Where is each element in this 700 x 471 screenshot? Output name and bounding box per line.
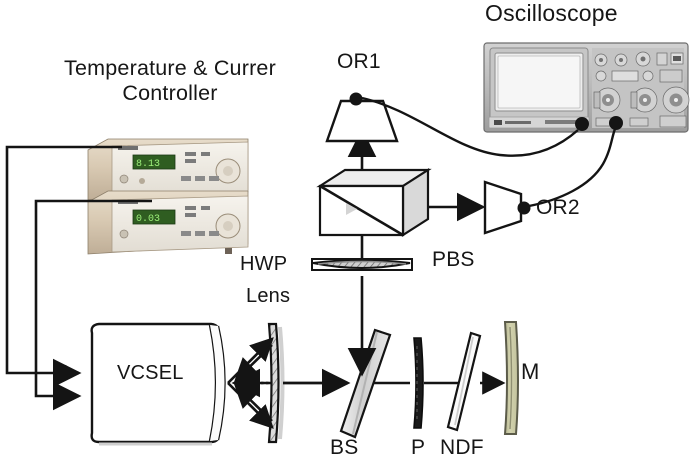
- scope-input-ch1: [575, 117, 589, 131]
- label-oscilloscope: Oscilloscope: [485, 0, 618, 26]
- vcsel-beam-cone: [227, 337, 274, 429]
- signal-cables: [361, 96, 617, 208]
- label-vcsel: VCSEL: [117, 362, 184, 384]
- polarizer-p: [413, 337, 424, 429]
- controller-instrument-stack: 8.13 0.03: [87, 138, 249, 255]
- neutral-density-filter-ndf: [446, 331, 482, 432]
- pbs-cube: [316, 167, 432, 238]
- mirror-m: [503, 321, 519, 435]
- oscilloscope-instrument: [483, 42, 690, 133]
- label-or2: OR2: [536, 196, 580, 219]
- or2-detector: [483, 180, 531, 235]
- label-m: M: [521, 359, 540, 384]
- controller-wiring: [5, 145, 152, 411]
- label-hwp: HWP: [240, 253, 288, 275]
- label-pbs: PBS: [432, 248, 475, 271]
- cable-or2-to-scope: [528, 128, 617, 208]
- label-lens: Lens: [246, 285, 291, 307]
- scope-controls: [592, 48, 690, 128]
- or2-connector: [517, 201, 531, 215]
- svg-text:0.03: 0.03: [136, 214, 160, 225]
- controller-label-line1: Temperature & Currer: [64, 56, 276, 80]
- label-bs: BS: [330, 436, 359, 459]
- label-p: P: [411, 436, 426, 459]
- controller-label-line2: Controller: [122, 80, 218, 105]
- hwp-lens-plate: [311, 258, 413, 271]
- label-or1: OR1: [337, 50, 381, 73]
- svg-text:8.13: 8.13: [136, 159, 160, 170]
- or1-detector: [325, 92, 399, 143]
- label-ndf: NDF: [440, 436, 484, 459]
- vcsel-laser: [90, 322, 226, 446]
- or1-connector: [349, 92, 363, 106]
- controller-unit-bottom: 0.03: [87, 190, 249, 255]
- scope-input-ch2: [609, 116, 623, 130]
- controller-unit-top: 8.13: [87, 138, 249, 201]
- cable-or1-to-scope: [361, 96, 579, 157]
